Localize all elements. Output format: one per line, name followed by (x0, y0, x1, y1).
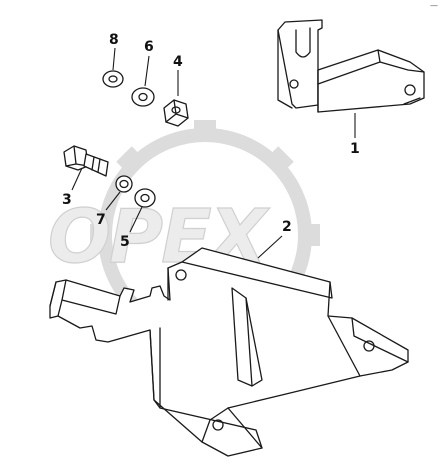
part-8-washer (102, 70, 124, 88)
part-1-bracket (277, 19, 425, 113)
part-5-washer (134, 188, 156, 208)
callout-8: 8 (109, 32, 119, 48)
part-2-base-plate (49, 247, 409, 457)
callout-4: 4 (173, 54, 183, 70)
leader-2 (257, 235, 283, 259)
part-7-lock-washer (115, 175, 133, 193)
leader-6 (144, 55, 150, 87)
callout-2: 2 (282, 219, 292, 235)
callout-5: 5 (120, 234, 130, 250)
callout-6: 6 (144, 39, 154, 55)
part-6-washer (131, 87, 155, 107)
callout-1: 1 (350, 141, 360, 157)
corner-mark: — (430, 1, 438, 10)
leader-5 (129, 206, 143, 233)
watermark-text: OPEX (48, 194, 271, 280)
leader-8 (112, 47, 116, 71)
leader-3 (71, 167, 83, 191)
part-3-bolt (63, 145, 109, 177)
callout-3: 3 (62, 192, 72, 208)
part-4-nut (163, 99, 189, 127)
leader-7 (105, 191, 121, 211)
callout-7: 7 (96, 212, 106, 228)
leader-lines (71, 47, 356, 259)
